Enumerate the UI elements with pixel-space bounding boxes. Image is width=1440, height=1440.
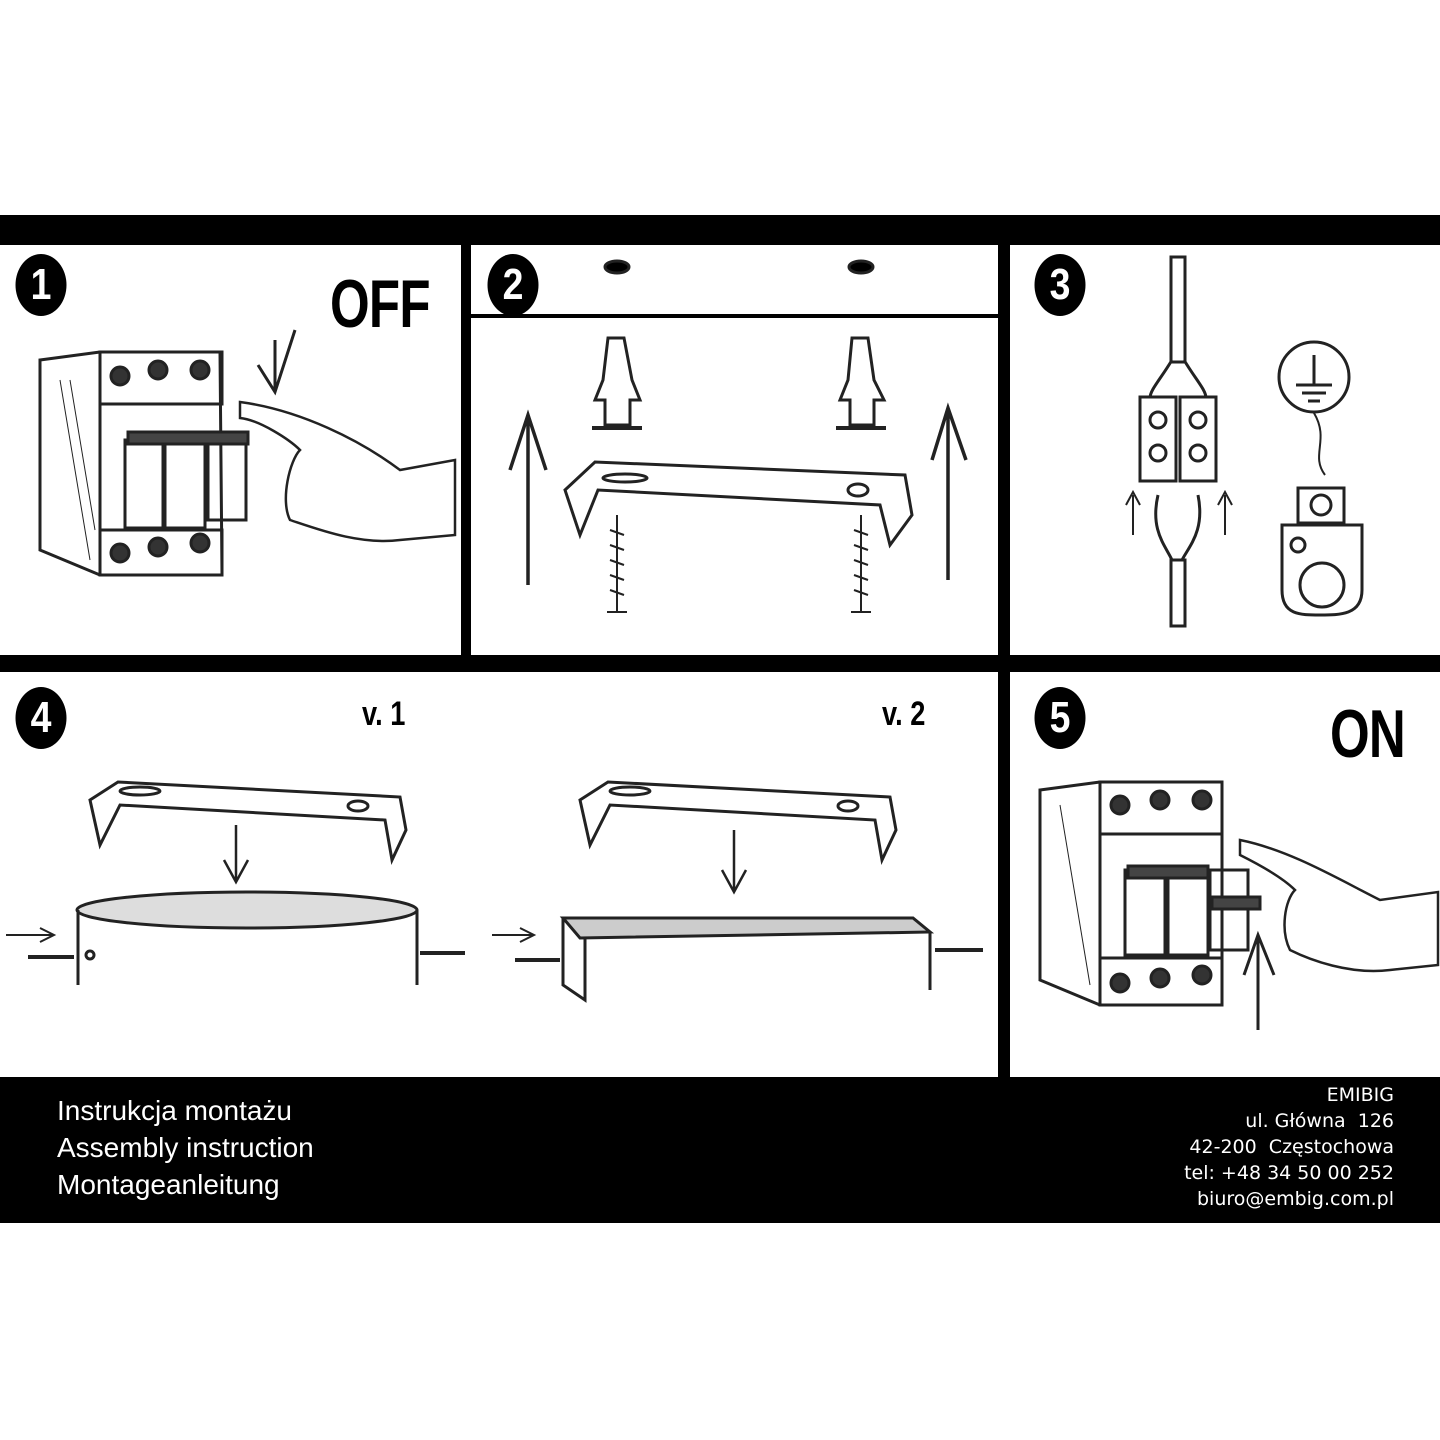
anchor-and-bracket-illustration: [508, 336, 968, 613]
row-divider: [0, 655, 1440, 672]
title-english: Assembly instruction: [57, 1132, 314, 1163]
step-2-badge: 2: [487, 254, 539, 316]
step-1-badge: 1: [15, 254, 67, 316]
on-label: ON: [1330, 696, 1406, 772]
step-4-badge: 4: [15, 687, 67, 749]
mounting-variants-illustration: [6, 780, 983, 1003]
step-5-badge: 5: [1034, 687, 1086, 749]
title-german: Montageanleitung: [57, 1169, 280, 1200]
divider-1-2: [461, 245, 471, 655]
breaker-on-illustration: [1038, 780, 1440, 1030]
divider-2-3: [998, 245, 1010, 1077]
drill-hole: [603, 259, 631, 275]
wiring-illustration: [1125, 255, 1364, 628]
drill-hole: [847, 259, 875, 275]
company-name: EMIBIG: [1326, 1084, 1394, 1106]
variant-1-label: v. 1: [362, 695, 406, 733]
company-phone: tel: +48 34 50 00 252: [1184, 1162, 1394, 1184]
breaker-off-illustration: [38, 329, 457, 577]
company-street: ul. Główna 126: [1245, 1110, 1394, 1132]
variant-2-label: v. 2: [882, 695, 926, 733]
off-label: OFF: [330, 266, 430, 342]
company-city: 42-200 Częstochowa: [1189, 1136, 1394, 1158]
title-polish: Instrukcja montażu: [57, 1095, 292, 1126]
footer-titles: Instrukcja montażu Assembly instruction …: [57, 1092, 314, 1203]
footer-band: [0, 1077, 1440, 1223]
company-email: biuro@embig.com.pl: [1197, 1188, 1394, 1210]
step-3-badge: 3: [1034, 254, 1086, 316]
top-band: [0, 215, 1440, 245]
company-contact: EMIBIG ul. Główna 126 42-200 Częstochowa…: [1184, 1082, 1394, 1212]
